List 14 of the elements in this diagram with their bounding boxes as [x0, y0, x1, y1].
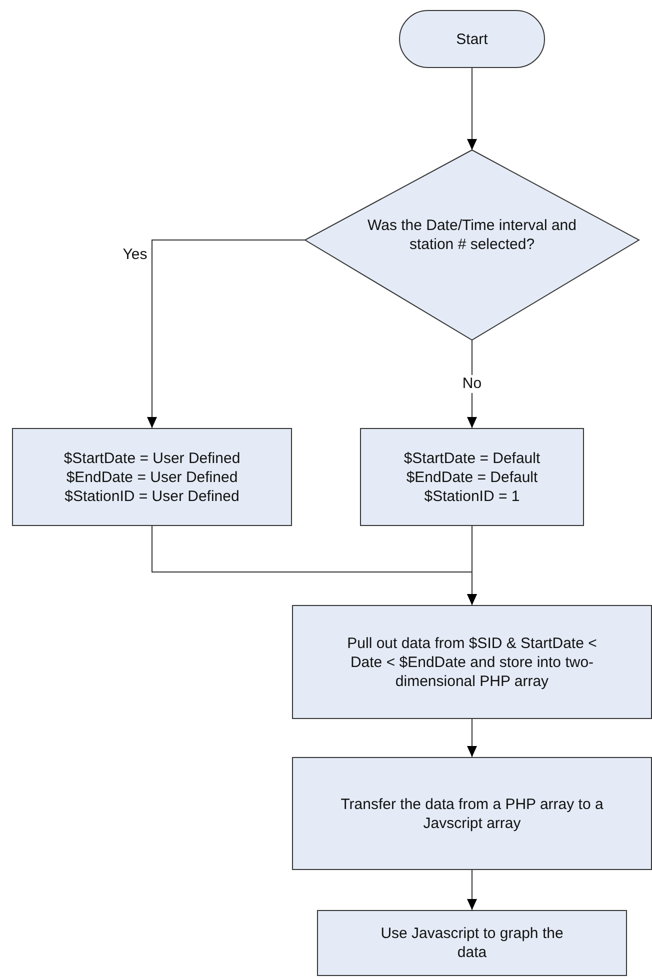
arrow: [467, 870, 477, 910]
start-terminal: Start: [399, 10, 545, 68]
process-box: Transfer the data from a PHP array to a Javscript array: [292, 757, 652, 870]
arrow: [467, 68, 477, 150]
edge-label: No: [461, 375, 483, 393]
process-box: $StartDate = User Defined $EndDate = User Defined $StationID = User Defined: [12, 428, 292, 526]
arrow: [467, 340, 477, 428]
arrow: [467, 526, 477, 606]
arrow: [147, 240, 306, 428]
process-box: $StartDate = Default $EndDate = Default $StationID = 1: [360, 428, 584, 526]
arrow: [467, 718, 477, 758]
question-text: Was the Date/Time interval and station # selected?: [366, 216, 578, 254]
process-box: Use Javascript to graph the data: [317, 910, 627, 976]
process-box: Pull out data from $SID & StartDate < Date < $EndDate and store into two-dimensional PHP array: [292, 605, 652, 719]
